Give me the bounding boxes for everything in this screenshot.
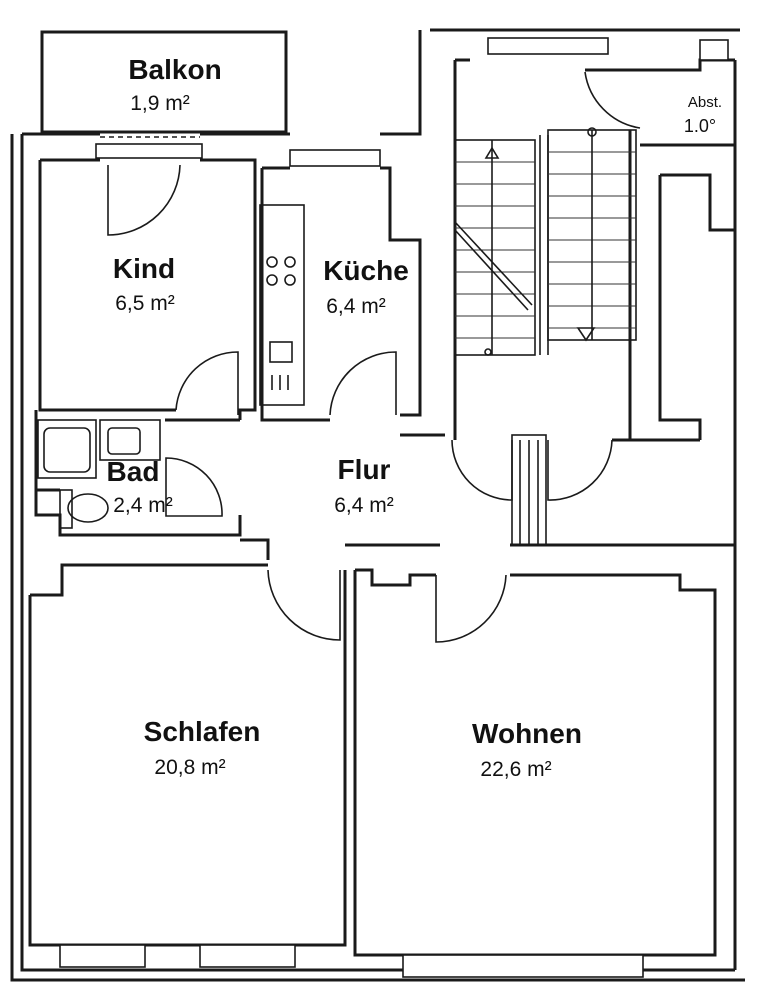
wohnen-walls bbox=[353, 568, 717, 978]
schlafen-walls bbox=[28, 563, 347, 968]
bad-area: 2,4 m² bbox=[113, 494, 173, 517]
abst-area: 1.0° bbox=[684, 116, 716, 137]
kind-name: Kind bbox=[112, 253, 176, 284]
balkon-area: 1,9 m² bbox=[130, 92, 190, 115]
bad-walls bbox=[34, 410, 242, 537]
kind-area: 6,5 m² bbox=[115, 292, 175, 315]
bad-name: Bad bbox=[106, 456, 160, 487]
kind-balkon-door bbox=[107, 164, 181, 236]
kueche-walls bbox=[259, 149, 422, 422]
kueche-door bbox=[329, 351, 397, 416]
entrance-frame bbox=[511, 434, 700, 546]
entrance-door-right bbox=[547, 439, 613, 501]
kind-walls bbox=[38, 143, 257, 420]
schlafen-area: 20,8 m² bbox=[154, 756, 226, 779]
schlafen-door bbox=[267, 569, 341, 641]
flur-area: 6,4 m² bbox=[334, 494, 394, 517]
balkon-name: Balkon bbox=[128, 54, 222, 85]
wohnen-area: 22,6 m² bbox=[480, 758, 552, 781]
bad-door bbox=[165, 457, 223, 517]
abst-name: Abst. bbox=[687, 94, 723, 111]
abst-area-value: 1.0 bbox=[683, 116, 709, 136]
wohnen-name: Wohnen bbox=[472, 718, 582, 749]
kueche-area: 6,4 m² bbox=[326, 295, 386, 318]
degree-symbol: ° bbox=[708, 116, 717, 136]
schlafen-name: Schlafen bbox=[143, 716, 261, 747]
balkon-outline bbox=[40, 30, 288, 138]
flur-name: Flur bbox=[337, 454, 391, 485]
kind-door bbox=[175, 351, 239, 415]
entrance-door-left bbox=[451, 439, 513, 501]
wohnen-door bbox=[435, 574, 507, 643]
flur-walls bbox=[240, 433, 735, 560]
kueche-name: Küche bbox=[323, 255, 409, 286]
stairwell bbox=[453, 37, 637, 440]
abst-walls bbox=[584, 39, 735, 147]
neighbour-walls bbox=[658, 173, 735, 440]
